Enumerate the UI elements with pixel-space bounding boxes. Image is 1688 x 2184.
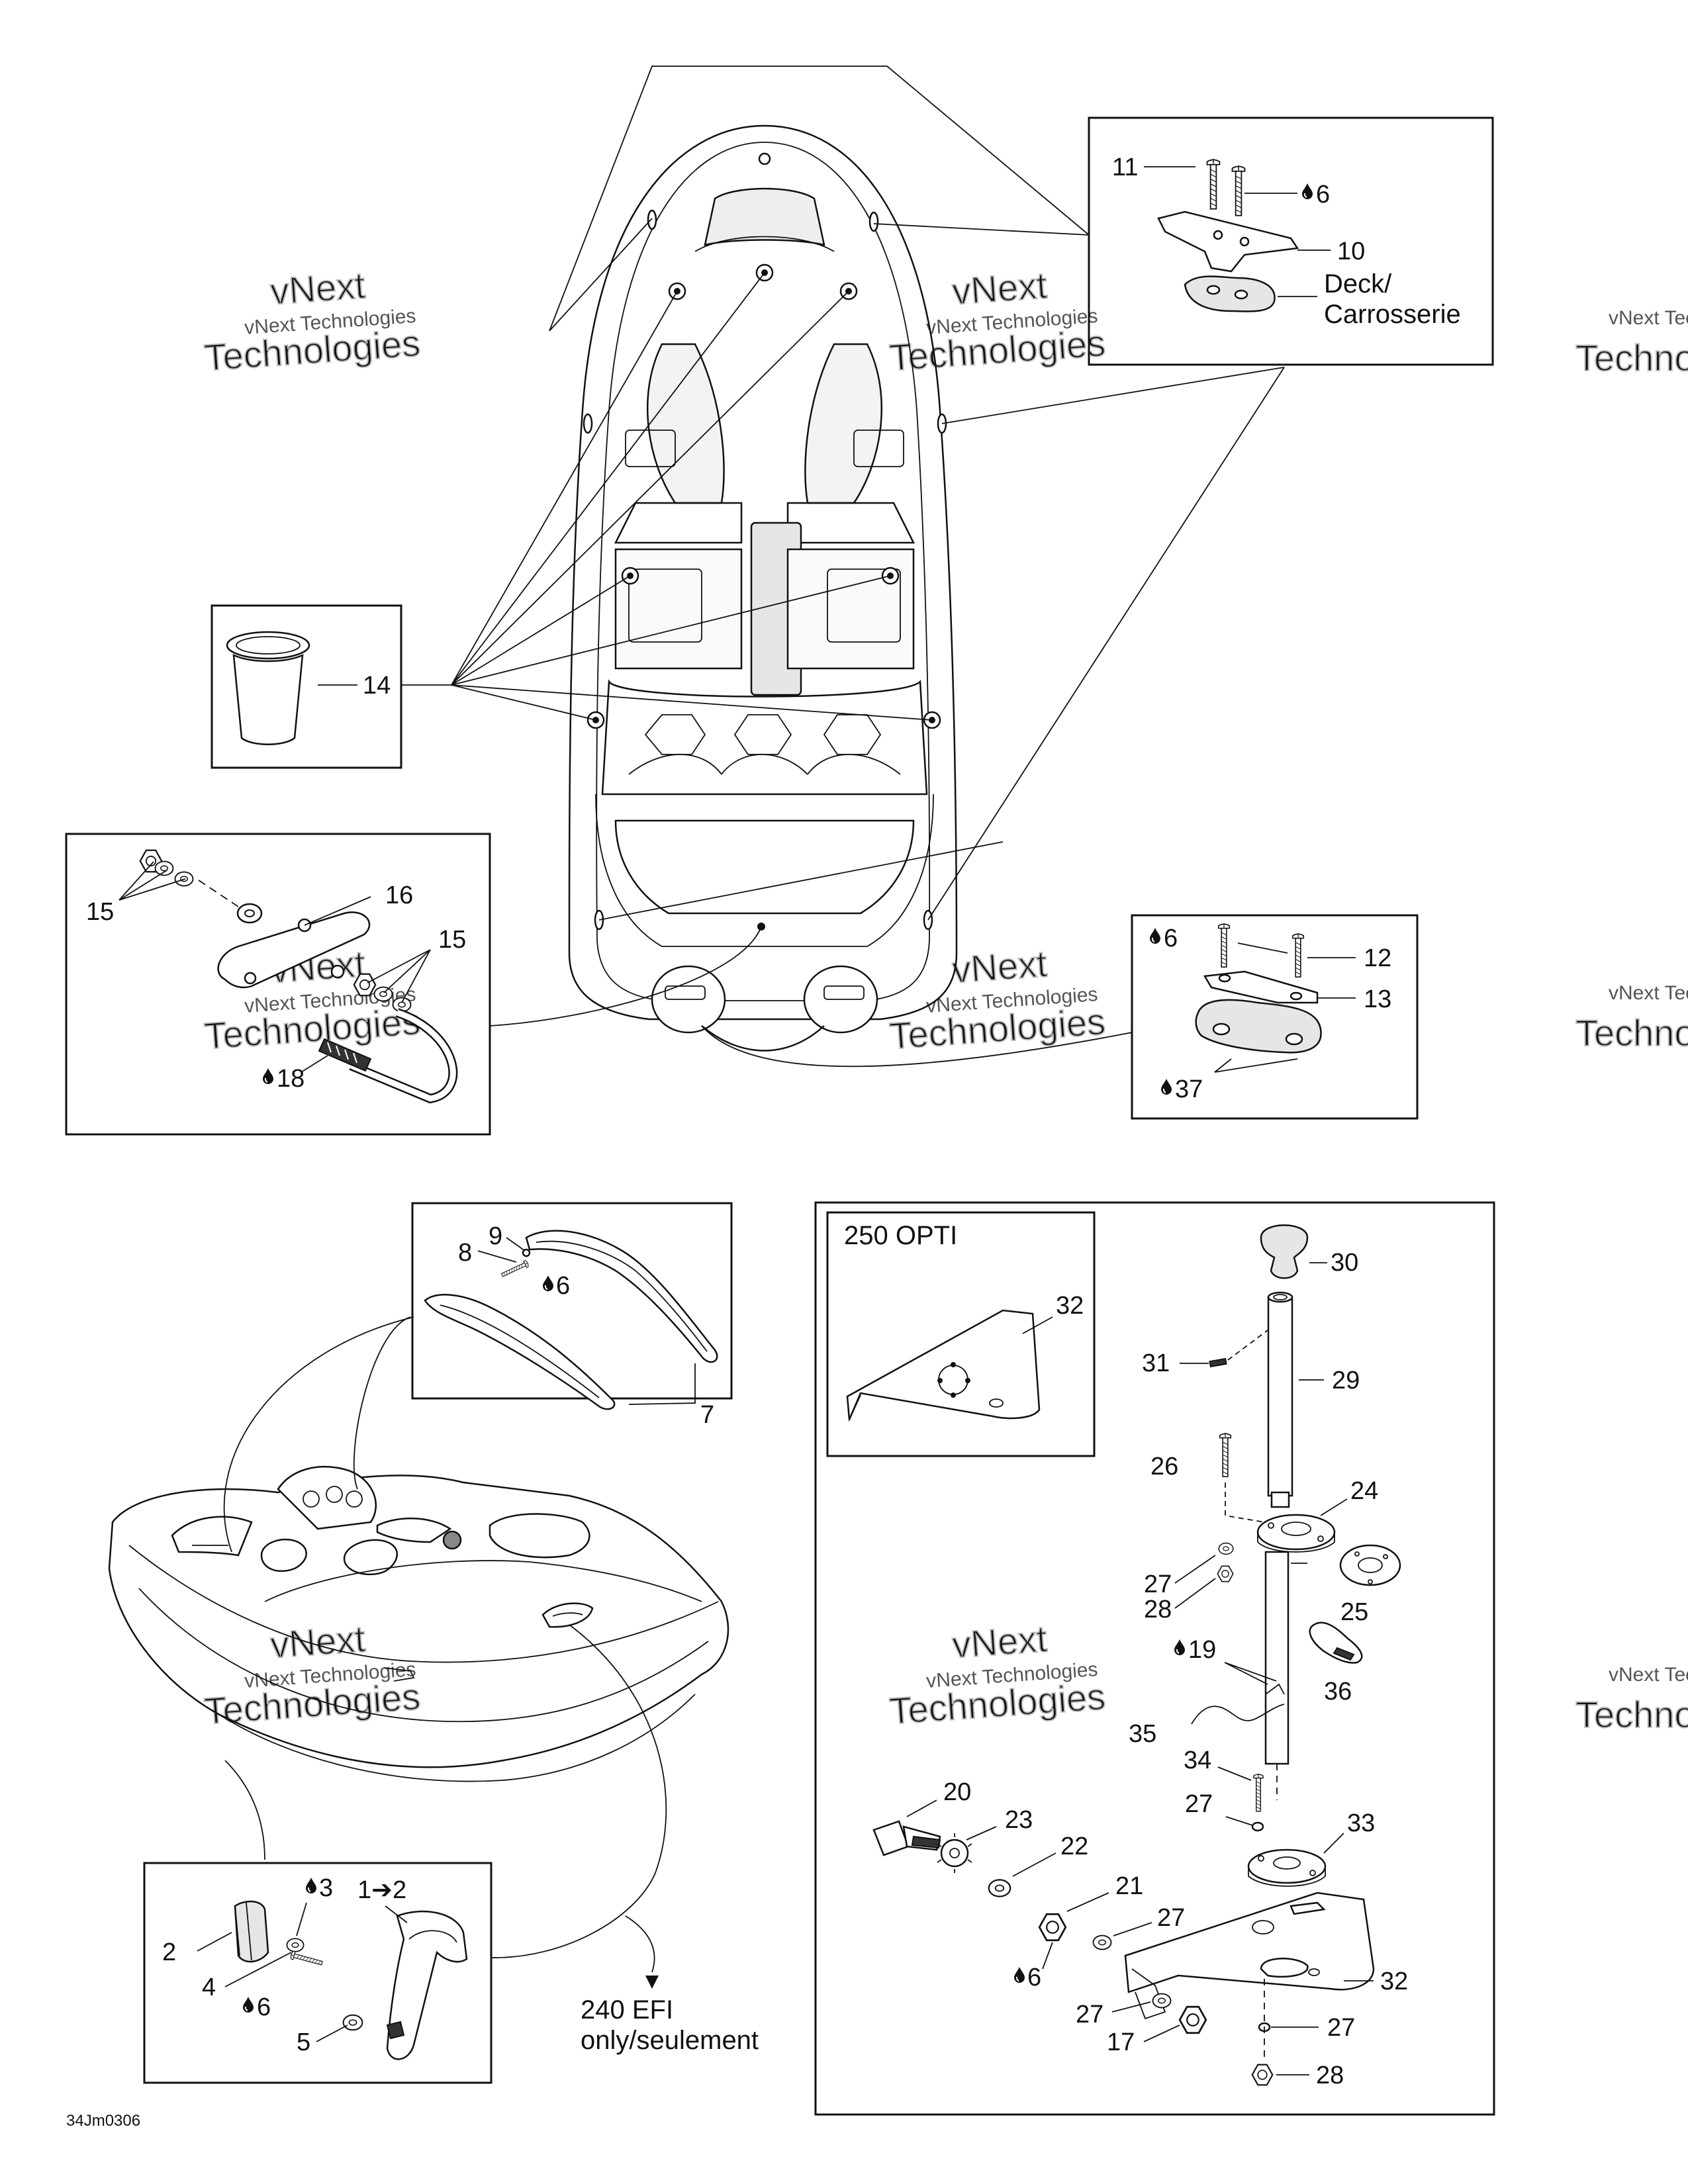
deck-label: Deck/ xyxy=(1324,269,1392,298)
watermark-brand: vNext xyxy=(951,1617,1049,1666)
watermark-brand: vNext xyxy=(269,1617,367,1666)
boat-perspective-view xyxy=(108,1316,729,1782)
callout-17: 17 xyxy=(1107,2028,1135,2056)
sealant-drop-icon xyxy=(1301,182,1314,201)
callout-27: 27 xyxy=(1185,1790,1213,1818)
watermark-brand: vNext xyxy=(269,264,367,312)
callout-24: 24 xyxy=(1350,1477,1378,1505)
callout-31: 31 xyxy=(1142,1349,1170,1377)
callout-5: 5 xyxy=(297,2028,310,2056)
sealant-drop-icon xyxy=(1149,927,1162,945)
watermark-5: vNext Technologies Technologies vNext xyxy=(202,1617,422,1733)
watermark-line1: vNext Technologies xyxy=(1609,1664,1688,1686)
callout-33: 33 xyxy=(1347,1809,1375,1837)
watermark-line2: Technologies xyxy=(888,322,1107,379)
callout-4: 4 xyxy=(202,1974,216,2001)
callout-27: 27 xyxy=(1157,1904,1185,1932)
callout-9: 9 xyxy=(489,1222,502,1250)
callout-7: 7 xyxy=(700,1401,714,1429)
box-lever: 2 3 1➔2 4 6 5 xyxy=(143,1862,492,2084)
callout-8: 8 xyxy=(458,1239,472,1267)
callout-28: 28 xyxy=(1316,2062,1344,2089)
sealant-drop-icon xyxy=(305,1876,318,1895)
callout-18: 18 xyxy=(277,1065,305,1093)
callout-29: 29 xyxy=(1332,1367,1360,1394)
callout-37: 37 xyxy=(1175,1075,1203,1103)
box-cup-holder: 14 xyxy=(211,604,451,769)
callout-27: 27 xyxy=(1327,2014,1355,2042)
watermark-line2: Technologies xyxy=(203,1675,422,1732)
callout-28: 28 xyxy=(1144,1596,1172,1623)
watermark-4: vNext Technologies Technologies vNext xyxy=(887,942,1107,1058)
callout-3: 3 xyxy=(319,1874,333,1902)
callout-35: 35 xyxy=(1129,1720,1156,1748)
watermark-line2: Technologies xyxy=(1575,1012,1688,1054)
callout-6: 6 xyxy=(1027,1964,1041,1991)
callout-30: 30 xyxy=(1331,1249,1358,1277)
callout-6: 6 xyxy=(1164,925,1178,952)
callout-32: 32 xyxy=(1380,1968,1408,1995)
sealant-drop-icon xyxy=(541,1274,555,1293)
watermark-2: vNext Technologies Technologies vNext xyxy=(887,263,1107,379)
callout-27: 27 xyxy=(1076,2001,1103,2028)
watermark-6: vNext Technologies Technologies vNext xyxy=(887,1617,1107,1733)
efi-note-line1: 240 EFI xyxy=(581,1995,673,2025)
box-deck-cleat: 11 6 10 Deck/ Carrosserie xyxy=(1088,116,1494,366)
callout-6: 6 xyxy=(257,1993,271,2021)
watermark-brand: vNext xyxy=(951,264,1049,312)
watermark-1: vNext Technologies Technologies vNext xyxy=(202,263,422,379)
deck-top-view xyxy=(568,124,958,1052)
callout-11: 11 xyxy=(1112,154,1138,181)
callout-25: 25 xyxy=(1340,1598,1368,1626)
callout-12: 12 xyxy=(1364,944,1391,972)
callout-19: 19 xyxy=(1188,1636,1216,1664)
watermark-line2: Technologies xyxy=(1575,1694,1688,1735)
efi-note-line2: only/seulement xyxy=(581,2026,759,2055)
watermark-line2: Technologies xyxy=(203,322,422,379)
callout-10: 10 xyxy=(1337,238,1365,265)
callout-27: 27 xyxy=(1144,1570,1172,1598)
callout-32: 32 xyxy=(1056,1292,1084,1320)
callout-26: 26 xyxy=(1150,1453,1178,1480)
box-u-bolt: 15 16 15 18 xyxy=(65,833,491,1136)
callout-13: 13 xyxy=(1364,985,1391,1013)
callout-23: 23 xyxy=(1005,1806,1033,1834)
callout-15: 15 xyxy=(438,926,466,954)
sealant-drop-icon xyxy=(1013,1966,1026,1984)
leader-lines-boat xyxy=(224,1624,667,1989)
sealant-drop-icon xyxy=(242,1995,255,2014)
callout-6: 6 xyxy=(556,1272,570,1300)
carrosserie-label: Carrosserie xyxy=(1324,300,1461,329)
seat-cushions xyxy=(628,714,901,775)
callout-14: 14 xyxy=(363,672,391,700)
callout-2: 2 xyxy=(162,1938,176,1966)
callout-21: 21 xyxy=(1115,1872,1143,1900)
leader-lines-deck xyxy=(451,66,1285,1068)
watermark-line1: vNext Technologies xyxy=(1609,982,1688,1004)
callout-6: 6 xyxy=(1316,181,1330,208)
sealant-drop-icon xyxy=(261,1067,275,1085)
watermark-line2: Technologies xyxy=(1575,337,1688,379)
opti-label: 250 OPTI xyxy=(844,1221,957,1250)
watermark-brand: vNext xyxy=(951,942,1049,991)
sealant-drop-icon xyxy=(1173,1638,1186,1657)
watermark-line1: vNext Technologies xyxy=(1609,307,1688,329)
callout-16: 16 xyxy=(385,882,413,909)
watermark-line2: Technologies xyxy=(888,1675,1107,1732)
sealant-drop-icon xyxy=(1160,1077,1173,1096)
diagram-code: 34Jm0306 xyxy=(66,2112,140,2130)
callout-22: 22 xyxy=(1060,1833,1088,1860)
box-steering-assembly: 250 OPTI 32 30 29 31 26 xyxy=(814,1201,1495,2116)
box-grab-handle: 8 9 6 7 xyxy=(411,1202,733,1429)
callout-20: 20 xyxy=(943,1778,971,1806)
box-250-opti: 250 OPTI 32 xyxy=(826,1211,1096,1457)
callout-36: 36 xyxy=(1324,1678,1352,1706)
callout-15: 15 xyxy=(86,898,114,926)
box-rear-bracket: 6 12 13 37 xyxy=(1131,914,1419,1120)
watermark-edge: vNext Technologies Technologies vNext Te… xyxy=(1575,307,1688,1736)
callout-1-to-2: 1➔2 xyxy=(357,1876,406,1904)
watermark-line2: Technologies xyxy=(203,1000,422,1057)
callout-34: 34 xyxy=(1184,1747,1211,1774)
